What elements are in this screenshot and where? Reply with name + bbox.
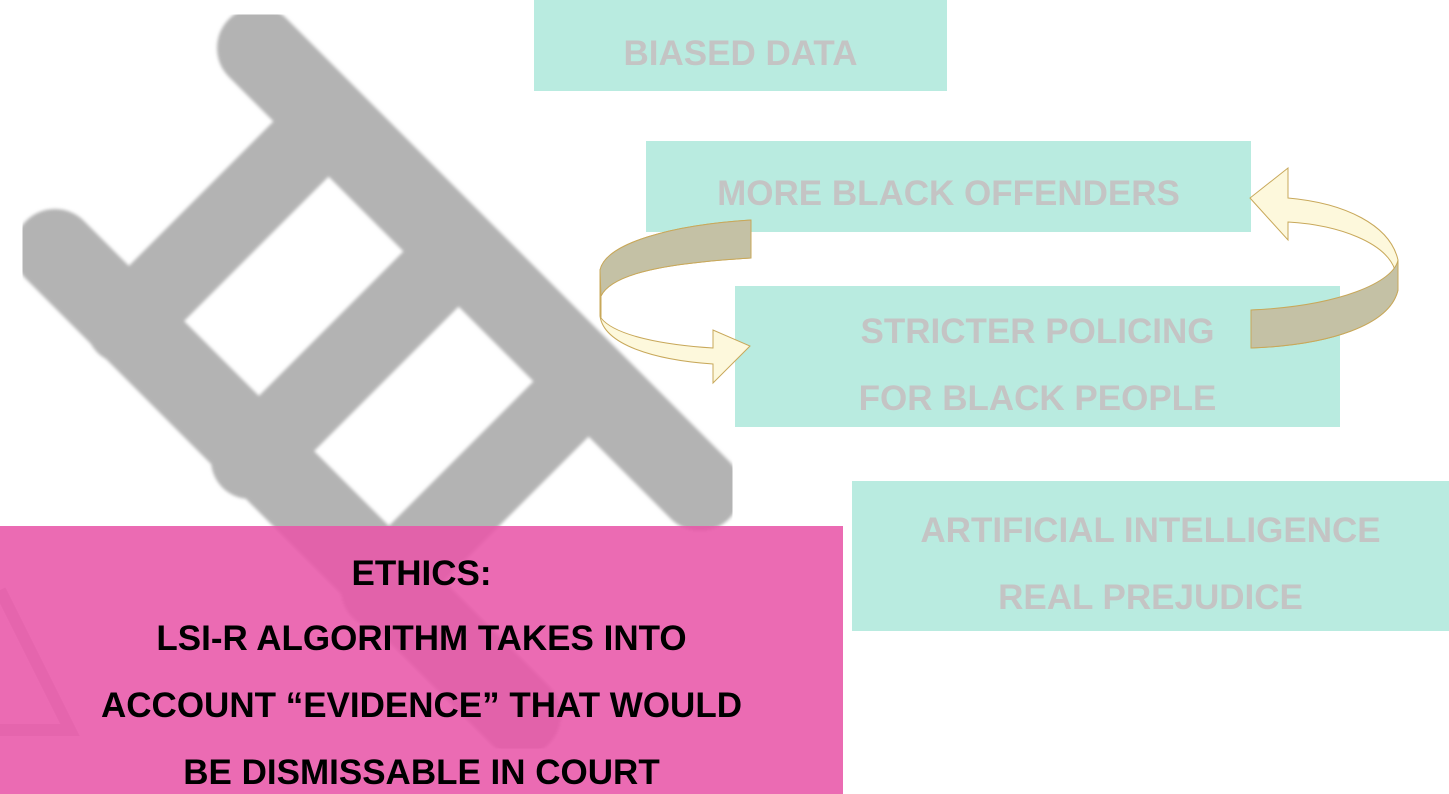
ethics-line-3: BE DISMISSABLE IN COURT — [183, 753, 660, 792]
more-black-offenders-box: MORE BLACK OFFENDERS — [646, 141, 1251, 232]
biased-data-box: BIASED DATA — [534, 0, 947, 91]
stricter-policing-box: STRICTER POLICING FOR BLACK PEOPLE — [735, 286, 1340, 427]
ethics-panel: ETHICS: LSI-R ALGORITHM TAKES INTO ACCOU… — [0, 526, 843, 794]
ethics-line-1: LSI-R ALGORITHM TAKES INTO — [156, 619, 687, 658]
stricter-policing-label: STRICTER POLICING — [860, 312, 1215, 351]
real-prejudice-label: REAL PREJUDICE — [998, 578, 1303, 617]
artificial-intelligence-box: ARTIFICIAL INTELLIGENCE REAL PREJUDICE — [852, 481, 1449, 631]
ethics-heading: ETHICS: — [351, 554, 492, 593]
ethics-line-2: ACCOUNT “EVIDENCE” THAT WOULD — [101, 686, 742, 725]
artificial-intelligence-label: ARTIFICIAL INTELLIGENCE — [920, 511, 1381, 550]
more-black-offenders-label: MORE BLACK OFFENDERS — [717, 174, 1180, 213]
biased-data-label: BIASED DATA — [623, 34, 858, 73]
for-black-people-label: FOR BLACK PEOPLE — [858, 379, 1217, 418]
